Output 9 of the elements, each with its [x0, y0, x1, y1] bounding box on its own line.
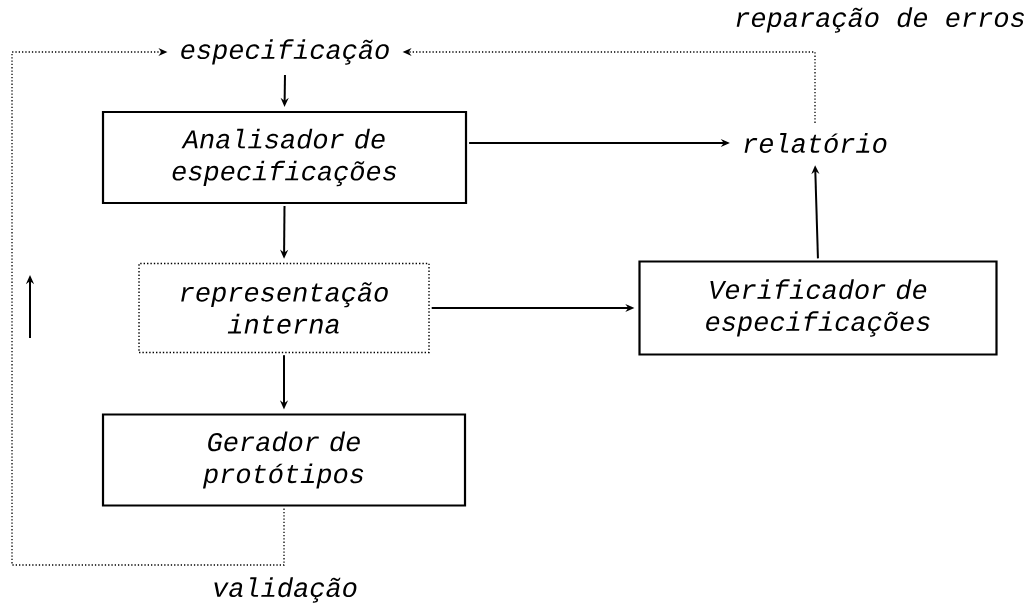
arrow [11, 47, 285, 566]
flow-label: especificação [181, 39, 389, 65]
process-box: Verificador de especificações [638, 260, 998, 356]
edge-label: validação [210, 575, 360, 605]
flow-label: relatório [744, 133, 887, 153]
edge-label: reparação de erros [732, 5, 1028, 35]
data-box: representação interna [138, 262, 430, 354]
process-box: Analisador de especificações [101, 110, 468, 205]
process-box: Gerador de protótipos [101, 413, 467, 507]
